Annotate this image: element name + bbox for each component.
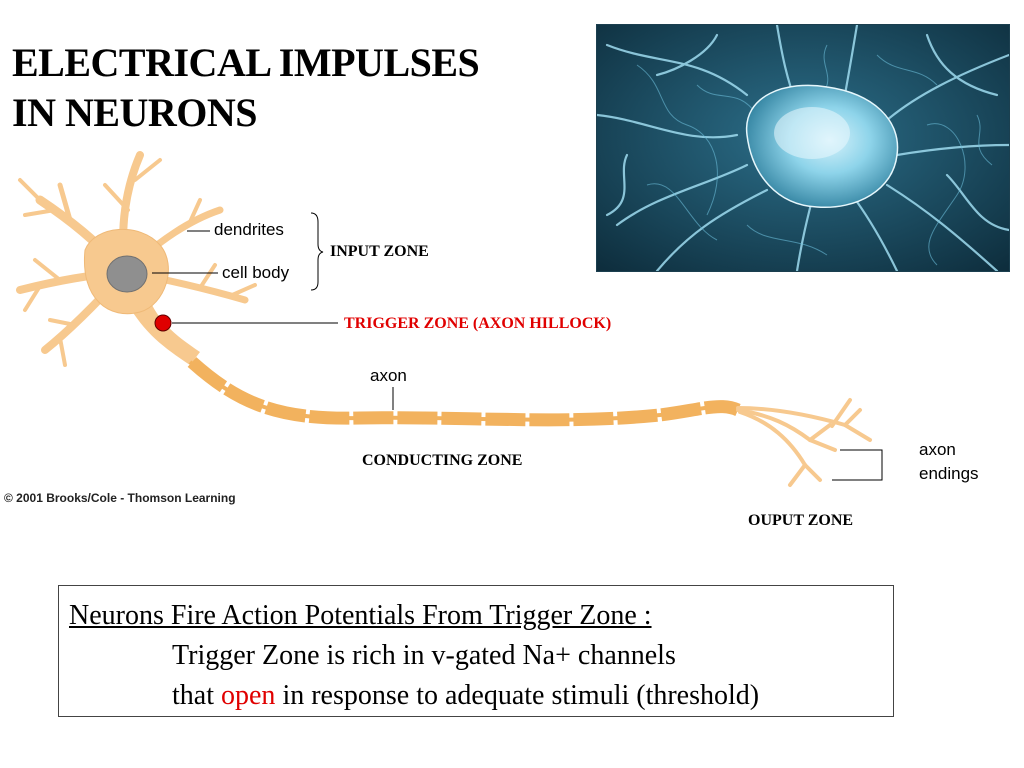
dendrites-label: dendrites [214,220,284,239]
title-line-1: ELECTRICAL IMPULSES [12,40,480,85]
summary-note-box: Neurons Fire Action Potentials From Trig… [58,585,894,717]
note-highlight-open: open [221,680,276,711]
myelin-sheath [187,357,741,427]
neuron-diagram [16,151,883,487]
note-line-3-pre: that [172,680,221,711]
page-title: ELECTRICAL IMPULSES IN NEURONS [12,38,480,138]
input-zone-label: INPUT ZONE [330,243,429,260]
output-zone-label: OUPUT ZONE [748,512,854,529]
cell-body-label: cell body [222,263,290,282]
note-line-3: that open in response to adequate stimul… [69,676,883,716]
title-line-2: IN NEURONS [12,90,258,135]
note-line-3-post: in response to adequate stimuli (thresho… [275,680,760,711]
note-heading: Neurons Fire Action Potentials From Trig… [69,600,652,631]
note-line-2: Trigger Zone is rich in v-gated Na+ chan… [172,640,676,671]
trigger-zone-marker [154,314,172,332]
axon-label: axon [370,366,407,385]
axon-endings-label-line-1: axon [919,440,956,459]
label-leaders [152,212,883,481]
nucleus [106,255,148,293]
axon-terminal-branches [736,398,872,487]
copyright-notice: © 2001 Brooks/Cole - Thomson Learning [4,491,236,505]
trigger-zone-label: TRIGGER ZONE (AXON HILLOCK) [344,315,612,332]
neuron-micrograph [596,24,1010,272]
conducting-zone-label: CONDUCTING ZONE [362,452,523,469]
axon-endings-label-line-2: endings [919,464,979,483]
